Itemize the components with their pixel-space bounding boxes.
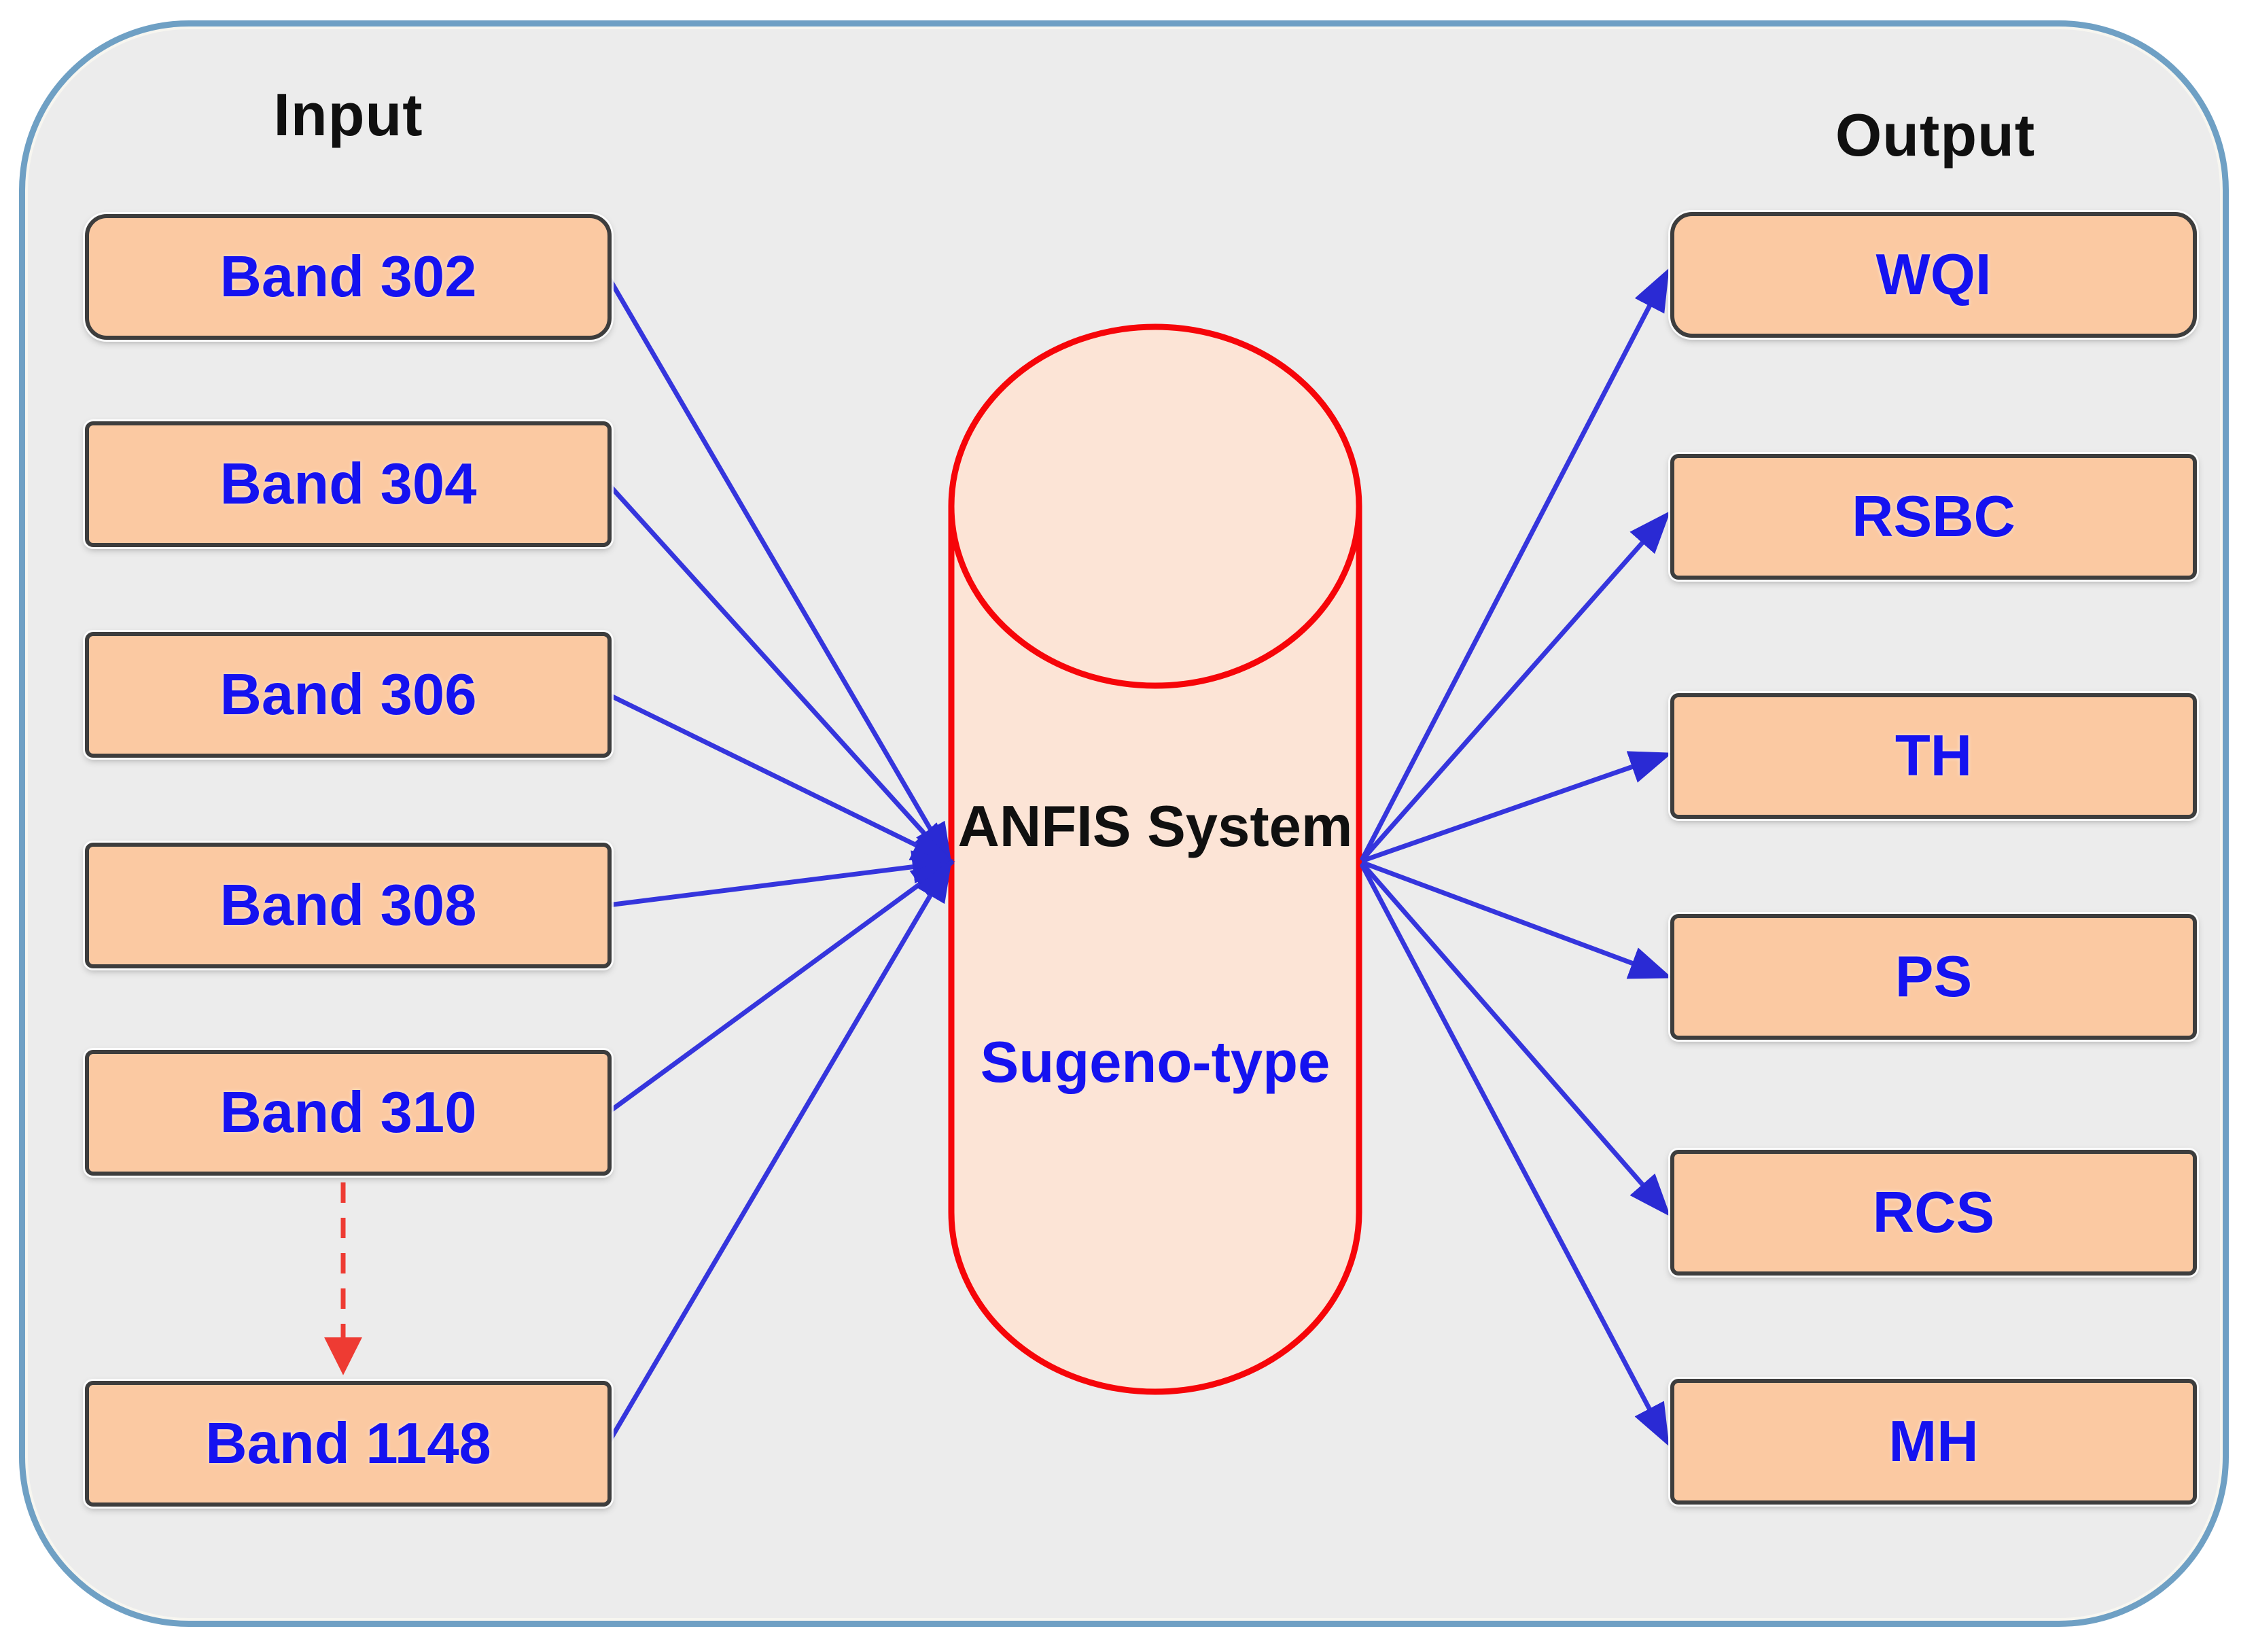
- output-node-wqi: WQI: [1670, 212, 2197, 338]
- output-node-th: TH: [1670, 693, 2197, 819]
- input-node-band-302: Band 302: [85, 214, 612, 340]
- output-node-mh: MH: [1670, 1379, 2197, 1505]
- sugeno-type-label: Sugeno-type: [980, 1030, 1330, 1095]
- output-column-title: Output: [1835, 101, 2036, 169]
- input-node-band-304: Band 304: [85, 421, 612, 547]
- input-node-band-308: Band 308: [85, 843, 612, 968]
- input-node-band-306: Band 306: [85, 632, 612, 758]
- output-node-rsbc: RSBC: [1670, 454, 2197, 580]
- output-node-ps: PS: [1670, 914, 2197, 1040]
- anfis-system-label: ANFIS System: [957, 794, 1353, 859]
- input-column-title: Input: [273, 81, 423, 148]
- input-node-band-310: Band 310: [85, 1050, 612, 1176]
- output-node-rcs: RCS: [1670, 1150, 2197, 1276]
- input-node-band-1148: Band 1148: [85, 1381, 612, 1507]
